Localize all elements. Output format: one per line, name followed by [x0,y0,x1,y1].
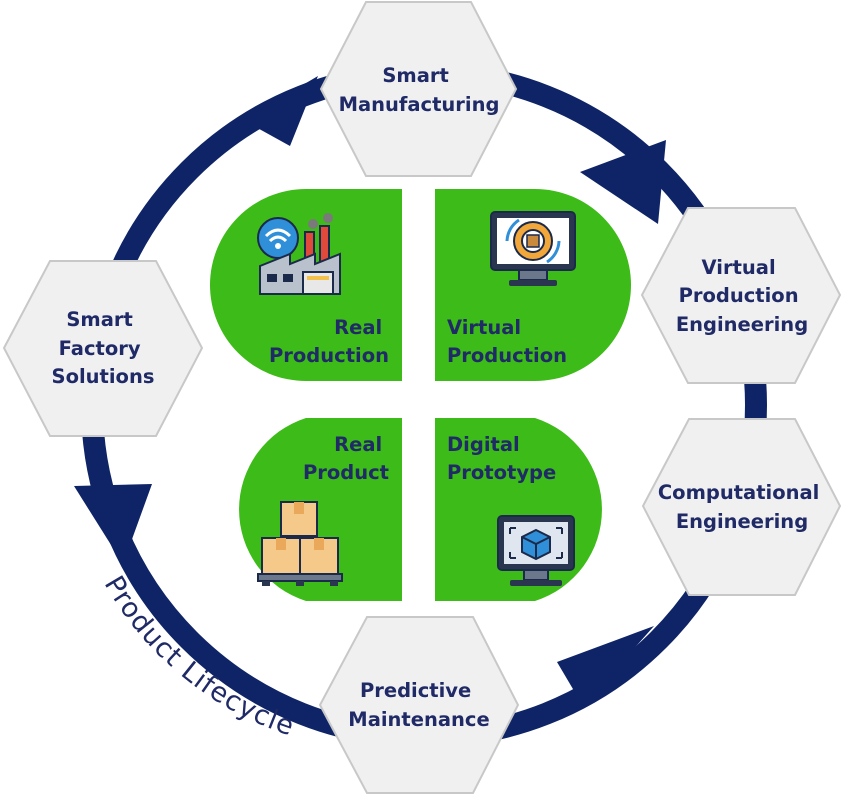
stage-label-smart-factory-solutions: Smart Factory Solutions [52,308,155,388]
stage-label-computational-engineering: Computational Engineering [658,481,826,533]
monitor-cube-icon [497,515,575,586]
hexagon-computational-engineering [641,418,842,596]
ring-arrowhead-top-left [243,76,318,146]
ring-arrowhead-top-right [580,140,666,224]
hexagon-smart-manufacturing [319,1,518,177]
quadrant-label-digital-prototype: Digital Prototype [447,433,556,484]
stage-label-virtual-production-engineering: Virtual Production Engineering [676,256,808,336]
quadrant-label-real-production: Real Production [269,316,389,367]
hexagon-virtual-production-engineering [640,207,842,384]
ring-arrowhead-bottom-right [557,626,654,706]
ring-arrowhead-left [74,484,152,564]
monitor-gear-icon [490,211,576,286]
quadrant-label-virtual-production: Virtual Production [447,316,567,367]
hexagon-smart-factory-solutions [2,260,204,437]
stage-label-predictive-maintenance: Predictive Maintenance [348,679,489,731]
boxes-pallet-icon [257,501,343,586]
stage-label-smart-manufacturing: Smart Manufacturing [339,64,500,116]
smart-factory-icon [257,213,341,295]
quadrant-label-real-product: Real Product [303,433,389,484]
hexagon-predictive-maintenance [318,616,520,794]
